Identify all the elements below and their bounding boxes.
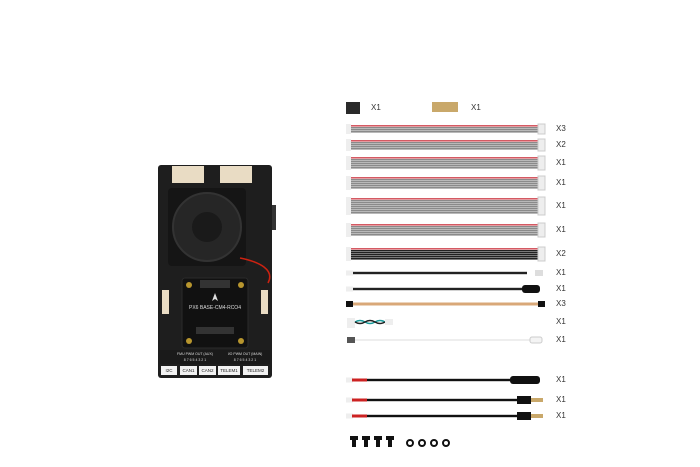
port-label: I2C <box>161 366 177 375</box>
qty-label: X1 <box>471 103 481 112</box>
cable-ribbon-6 <box>346 175 546 191</box>
qty-label: X2 <box>556 140 566 149</box>
board-model-label: PX6 BASE-CM4-RCO4 <box>189 305 241 311</box>
qty-label: X1 <box>556 178 566 187</box>
port-label: TELEM1 <box>218 366 240 375</box>
terminal-block <box>432 102 458 112</box>
cable-ribbon-6-grey <box>346 222 546 238</box>
svg-text:FMU PWM OUT (AUX): FMU PWM OUT (AUX) <box>177 352 213 356</box>
qty-label: X1 <box>556 268 566 277</box>
screw <box>386 436 394 440</box>
qty-label: X2 <box>556 249 566 258</box>
qty-label: X1 <box>556 411 566 420</box>
qty-label: X1 <box>556 317 566 326</box>
washer <box>406 439 414 447</box>
qty-label: X1 <box>371 103 381 112</box>
svg-text:8 7 6 5 4 3 2 1: 8 7 6 5 4 3 2 1 <box>234 358 256 362</box>
qty-label: X3 <box>556 124 566 133</box>
qty-label: X3 <box>556 299 566 308</box>
cable-usb-c <box>347 336 543 344</box>
washer <box>418 439 426 447</box>
washer <box>442 439 450 447</box>
qty-label: X1 <box>556 225 566 234</box>
cable-ethernet <box>346 285 540 293</box>
compute-module <box>181 277 249 349</box>
cable-ribbon-8 <box>346 196 546 216</box>
top-connector-left <box>172 166 204 183</box>
qty-label: X1 <box>556 335 566 344</box>
cable-power-usb-c <box>346 376 540 384</box>
connector-module <box>346 102 360 114</box>
qty-label: X1 <box>556 395 566 404</box>
screw <box>376 440 380 447</box>
cable-ribbon-6-black <box>346 246 546 262</box>
port-label: CAN2 <box>199 366 216 375</box>
qty-label: X1 <box>556 158 566 167</box>
screw <box>364 440 368 447</box>
screw <box>362 436 370 440</box>
qty-label: X1 <box>556 284 566 293</box>
cable-servo <box>346 301 545 307</box>
screw <box>374 436 382 440</box>
qty-label: X1 <box>556 375 566 384</box>
screw <box>352 440 356 447</box>
port-label: TELEM2 <box>243 366 268 375</box>
cable-power-dc <box>346 396 543 404</box>
port-label: CAN1 <box>180 366 197 375</box>
cable-twisted-short <box>347 318 393 328</box>
top-connector-right <box>220 166 252 183</box>
qty-label: X1 <box>556 201 566 210</box>
cable-ribbon-4 <box>346 123 546 135</box>
screw <box>350 436 358 440</box>
screw <box>388 440 392 447</box>
washer <box>430 439 438 447</box>
fan-wire <box>239 257 271 284</box>
cable-ribbon-6 <box>346 155 546 171</box>
cable-black-thin <box>346 270 543 276</box>
cable-ribbon-5 <box>346 138 546 152</box>
flight-controller-board: PX6 BASE-CM4-RCO4 FMU PWM OUT (AUX) 8 7 … <box>158 165 276 378</box>
svg-text:8 7 6 5 4 3 2 1: 8 7 6 5 4 3 2 1 <box>184 358 206 362</box>
cable-power-dc <box>346 412 543 420</box>
svg-text:I/O PWM OUT (MAIN): I/O PWM OUT (MAIN) <box>228 352 263 356</box>
